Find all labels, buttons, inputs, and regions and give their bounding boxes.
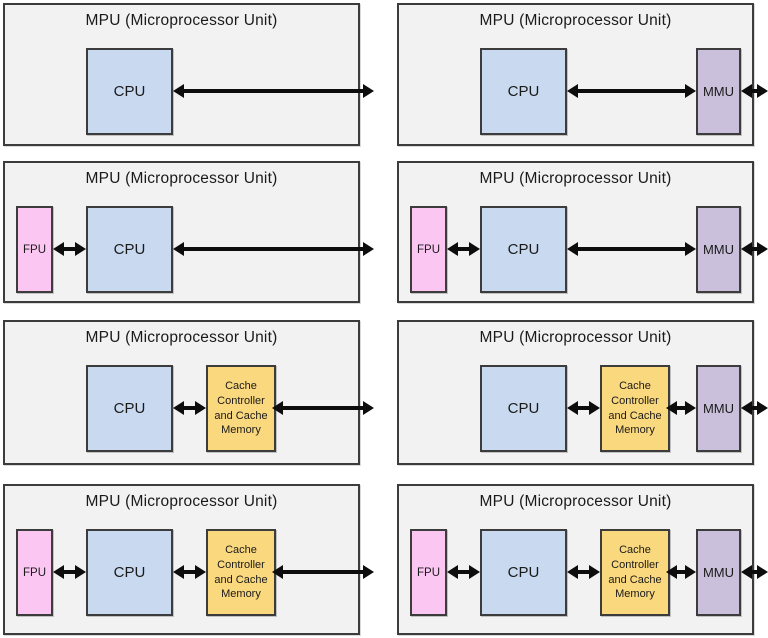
bus-arrow-cpu-cache — [173, 565, 206, 579]
fpu-block: FPU — [410, 206, 447, 293]
bus-arrow-fpu-cpu — [447, 565, 480, 579]
cpu-block: CPU — [480, 529, 567, 616]
fpu-block: FPU — [16, 206, 53, 293]
cpu-label: CPU — [507, 83, 540, 100]
panel-title: MPU (Microprocessor Unit) — [479, 170, 672, 187]
cpu-label: CPU — [507, 241, 540, 258]
bus-arrow-cpu-cache — [173, 401, 206, 415]
bus-arrow-fpu-cpu — [53, 565, 86, 579]
panel-title: MPU (Microprocessor Unit) — [479, 493, 672, 510]
bus-arrow-cache-external — [272, 401, 374, 415]
cpu-block: CPU — [86, 529, 173, 616]
bus-arrow-mmu-external — [741, 565, 768, 579]
cpu-label: CPU — [507, 564, 540, 581]
mmu-block: MMU — [696, 365, 741, 452]
cache-label: Cache Controller and Cache Memory — [608, 379, 662, 437]
mmu-block: MMU — [696, 206, 741, 293]
mmu-label: MMU — [702, 242, 735, 257]
panel-title: MPU (Microprocessor Unit) — [85, 12, 278, 29]
mpu-panel-fpu-cpu-cache: MPU (Microprocessor Unit) FPU CPU Cache … — [3, 484, 374, 635]
panel-title: MPU (Microprocessor Unit) — [479, 12, 672, 29]
bus-arrow-mmu-external — [741, 242, 768, 256]
cpu-block: CPU — [86, 48, 173, 135]
mpu-panel-fpu-cpu-mmu: MPU (Microprocessor Unit) FPU CPU MMU — [397, 161, 768, 303]
fpu-block: FPU — [16, 529, 53, 616]
panel-title: MPU (Microprocessor Unit) — [479, 329, 672, 346]
cpu-label: CPU — [507, 400, 540, 417]
cpu-label: CPU — [113, 400, 146, 417]
bus-arrow-cpu-mmu — [567, 242, 696, 256]
bus-arrow-cpu-external — [173, 242, 374, 256]
fpu-label: FPU — [23, 243, 46, 256]
mpu-panel-cpu-mmu: MPU (Microprocessor Unit) CPU MMU — [397, 3, 768, 146]
cpu-block: CPU — [480, 206, 567, 293]
mpu-panel-fpu-cpu: MPU (Microprocessor Unit) FPU CPU — [3, 161, 374, 303]
mpu-panel-cpu-cache: MPU (Microprocessor Unit) CPU Cache Cont… — [3, 320, 374, 465]
mpu-panel-cpu-cache-mmu: MPU (Microprocessor Unit) CPU Cache Cont… — [397, 320, 768, 465]
cpu-block: CPU — [480, 48, 567, 135]
cpu-block: CPU — [86, 206, 173, 293]
bus-arrow-cache-mmu — [666, 565, 696, 579]
mmu-block: MMU — [696, 48, 741, 135]
panel-title: MPU (Microprocessor Unit) — [85, 329, 278, 346]
cache-block: Cache Controller and Cache Memory — [600, 529, 670, 616]
cache-block: Cache Controller and Cache Memory — [600, 365, 670, 452]
bus-arrow-cache-external — [272, 565, 374, 579]
cpu-block: CPU — [480, 365, 567, 452]
mmu-label: MMU — [702, 84, 735, 99]
cache-block: Cache Controller and Cache Memory — [206, 365, 276, 452]
mpu-panel-cpu: MPU (Microprocessor Unit) CPU — [3, 3, 374, 146]
mmu-label: MMU — [702, 565, 735, 580]
bus-arrow-mmu-external — [741, 401, 768, 415]
cache-label: Cache Controller and Cache Memory — [214, 379, 268, 437]
bus-arrow-cpu-mmu — [567, 84, 696, 98]
cpu-label: CPU — [113, 83, 146, 100]
fpu-label: FPU — [417, 566, 440, 579]
mpu-panel-fpu-cpu-cache-mmu: MPU (Microprocessor Unit) FPU CPU Cache … — [397, 484, 768, 635]
bus-arrow-cache-mmu — [666, 401, 696, 415]
mmu-block: MMU — [696, 529, 741, 616]
bus-arrow-mmu-external — [741, 84, 768, 98]
cpu-block: CPU — [86, 365, 173, 452]
fpu-label: FPU — [23, 566, 46, 579]
bus-arrow-cpu-external — [173, 84, 374, 98]
fpu-label: FPU — [417, 243, 440, 256]
panel-title: MPU (Microprocessor Unit) — [85, 493, 278, 510]
mmu-label: MMU — [702, 401, 735, 416]
bus-arrow-cpu-cache — [567, 401, 600, 415]
cache-label: Cache Controller and Cache Memory — [608, 543, 662, 601]
cpu-label: CPU — [113, 241, 146, 258]
cache-label: Cache Controller and Cache Memory — [214, 543, 268, 601]
bus-arrow-fpu-cpu — [53, 242, 86, 256]
fpu-block: FPU — [410, 529, 447, 616]
panel-title: MPU (Microprocessor Unit) — [85, 170, 278, 187]
bus-arrow-cpu-cache — [567, 565, 600, 579]
cache-block: Cache Controller and Cache Memory — [206, 529, 276, 616]
bus-arrow-fpu-cpu — [447, 242, 480, 256]
cpu-label: CPU — [113, 564, 146, 581]
